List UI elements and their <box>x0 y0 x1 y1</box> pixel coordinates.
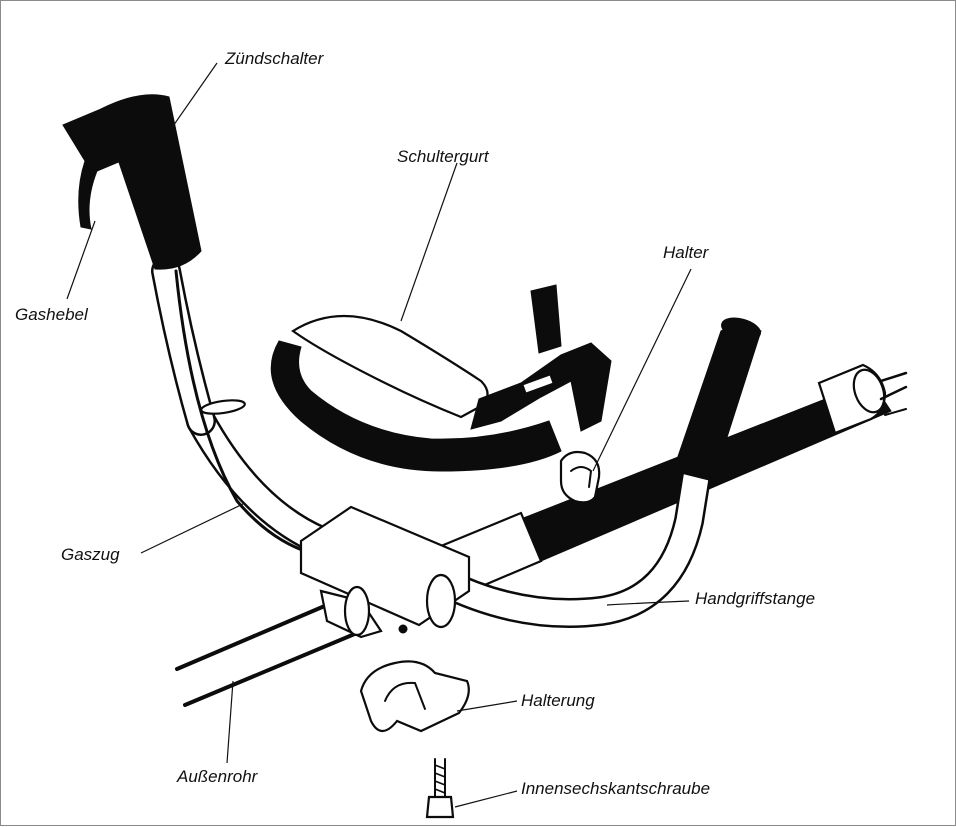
left-grip <box>62 94 202 270</box>
handlebar <box>151 256 762 628</box>
label-schultergurt: Schultergurt <box>397 147 489 166</box>
bracket-part <box>359 660 470 733</box>
hex-screw <box>425 758 455 819</box>
label-gaszug: Gaszug <box>61 545 120 564</box>
label-zuendschalter: Zündschalter <box>225 49 324 68</box>
clamp <box>299 505 471 639</box>
outer-tube <box>175 597 359 707</box>
throttle-cable <box>174 269 313 555</box>
label-handgriffstange: Handgriffstange <box>695 589 816 608</box>
leader-lines <box>66 62 692 808</box>
label-aussenrohr: Außenrohr <box>177 767 258 786</box>
strap-holder <box>559 450 601 504</box>
shoulder-strap <box>270 284 612 472</box>
label-halterung: Halterung <box>521 691 595 710</box>
label-innensechskantschraube: Innensechskantschraube <box>521 779 711 798</box>
label-halter: Halter <box>663 243 709 262</box>
label-gashebel: Gashebel <box>15 305 88 324</box>
